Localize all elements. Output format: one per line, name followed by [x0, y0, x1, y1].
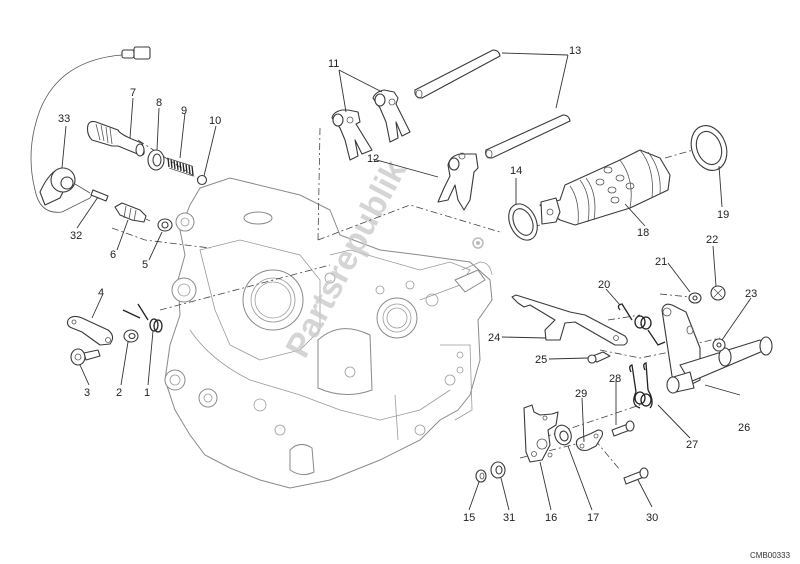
callout-33[interactable]: 33 [58, 113, 70, 125]
callout-27[interactable]: 27 [686, 439, 698, 451]
part-16-pawl-plate[interactable] [523, 404, 559, 463]
callout-17[interactable]: 17 [587, 512, 599, 524]
callout-8[interactable]: 8 [156, 97, 162, 109]
part-11-shift-fork-b[interactable] [372, 89, 411, 143]
gear-logo-icon [472, 237, 484, 249]
callout-14[interactable]: 14 [510, 165, 522, 177]
part-22-circlip[interactable] [710, 285, 726, 301]
callout-22[interactable]: 22 [706, 234, 718, 246]
part-15-circlip[interactable] [475, 469, 487, 483]
callout-30[interactable]: 30 [646, 512, 658, 524]
part-12-shift-fork[interactable] [437, 152, 479, 211]
part-33-gear-sensor[interactable] [30, 46, 151, 213]
callout-16[interactable]: 16 [545, 512, 557, 524]
part-28-bolt[interactable] [611, 420, 635, 437]
callout-26[interactable]: 26 [738, 422, 750, 434]
part-5-washer[interactable] [157, 218, 173, 232]
callout-15[interactable]: 15 [463, 512, 475, 524]
part-24-ratchet-lever[interactable] [511, 294, 628, 346]
callout-31[interactable]: 31 [503, 512, 515, 524]
callout-13[interactable]: 13 [569, 45, 581, 57]
callout-5[interactable]: 5 [142, 259, 148, 271]
part-26-shift-shaft[interactable] [661, 303, 773, 394]
callout-3[interactable]: 3 [84, 387, 90, 399]
part-10-ball[interactable] [196, 174, 208, 186]
callout-11[interactable]: 11 [328, 58, 339, 70]
part-21-washer[interactable] [688, 292, 702, 304]
part-32-pin[interactable] [90, 189, 109, 202]
part-6-neutral-switch[interactable] [114, 202, 151, 223]
callout-7[interactable]: 7 [130, 87, 136, 99]
part-4-lever[interactable] [66, 315, 114, 346]
callout-10[interactable]: 10 [209, 115, 221, 127]
callout-32[interactable]: 32 [70, 230, 82, 242]
part-23-bush[interactable] [712, 338, 726, 352]
callout-25[interactable]: 25 [535, 354, 547, 366]
part-1-spring[interactable] [122, 303, 163, 333]
callout-12[interactable]: 12 [367, 153, 379, 165]
part-2-washer[interactable] [123, 329, 139, 343]
callout-6[interactable]: 6 [110, 249, 116, 261]
callout-18[interactable]: 18 [637, 227, 649, 239]
part-19-shim-ring[interactable] [685, 121, 733, 176]
part-7-plug-bolt[interactable] [86, 120, 145, 157]
callout-20[interactable]: 20 [598, 279, 610, 291]
part-17-washer[interactable] [552, 423, 574, 447]
part-30-bolt[interactable] [623, 467, 649, 485]
callout-19[interactable]: 19 [717, 209, 729, 221]
drawing-code: CMB00333 [750, 551, 791, 560]
callout-2[interactable]: 2 [116, 387, 122, 399]
crankcase-half [164, 177, 493, 489]
part-14-shim-ring[interactable] [503, 199, 543, 244]
part-31-washer[interactable] [490, 461, 506, 479]
callout-28[interactable]: 28 [609, 373, 621, 385]
callout-24[interactable]: 24 [488, 332, 500, 344]
callout-29[interactable]: 29 [575, 388, 587, 400]
part-13-fork-rod-lower[interactable] [485, 114, 571, 159]
callout-23[interactable]: 23 [745, 288, 757, 300]
callout-9[interactable]: 9 [181, 105, 187, 117]
part-29-plate[interactable] [575, 429, 604, 452]
part-9-spring[interactable] [166, 157, 194, 177]
callout-labels: 1 2 3 4 5 6 7 8 9 10 11 12 13 14 15 16 1… [58, 45, 757, 524]
part-13-fork-rod-upper[interactable] [414, 49, 501, 99]
part-11-shift-fork-a[interactable] [331, 109, 373, 161]
part-25-pin[interactable] [587, 351, 611, 364]
callout-21[interactable]: 21 [655, 256, 667, 268]
part-8-seal-ring[interactable] [147, 149, 165, 171]
part-18-selector-drum[interactable] [539, 149, 671, 226]
callout-4[interactable]: 4 [98, 287, 104, 299]
callout-1[interactable]: 1 [144, 387, 150, 399]
leader-lines [61, 52, 752, 511]
part-27-return-spring[interactable] [629, 362, 653, 409]
part-20-spring[interactable] [617, 303, 666, 346]
part-3-bolt[interactable] [70, 348, 101, 366]
